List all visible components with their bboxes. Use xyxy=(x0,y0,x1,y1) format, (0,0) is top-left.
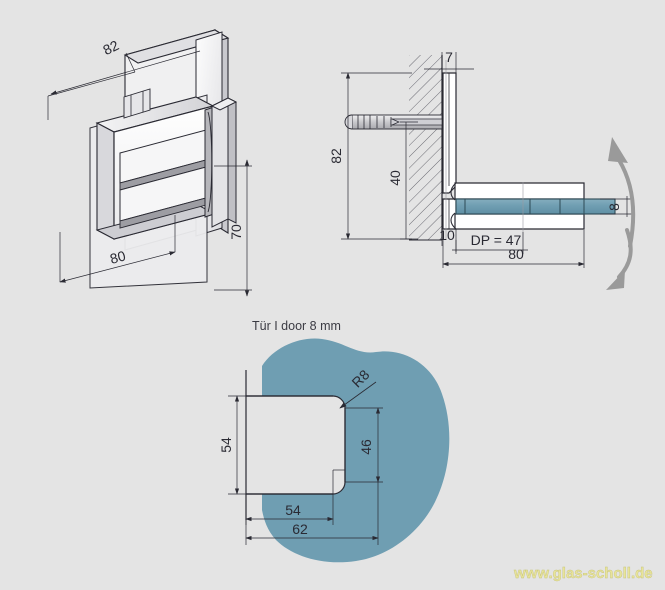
cutout-inner-height-label: 46 xyxy=(358,439,374,455)
dimension-section-wallgap: 7 xyxy=(424,49,474,78)
cutout-height-label: 54 xyxy=(218,437,234,453)
dimension-cutout-height: 54 xyxy=(218,395,252,495)
iso-wall-plate xyxy=(210,97,238,228)
dimension-section-glass-thickness: 8 xyxy=(600,196,632,217)
dimension-section-anchor-depth: 40 xyxy=(387,121,418,240)
dimension-cutout-total-width: 62 xyxy=(245,482,379,545)
dimension-section-length: 80 xyxy=(442,230,585,268)
cutout-corner-tick xyxy=(332,469,345,494)
iso-top-slot xyxy=(123,88,151,119)
rotation-arrow-up-icon xyxy=(608,137,636,248)
iso-hinge-body xyxy=(95,96,215,240)
iso-depth-label: 82 xyxy=(100,37,121,58)
cutout-width-label: 54 xyxy=(285,502,301,518)
cutout-title: Tür I door 8 mm xyxy=(252,319,341,333)
cutout-total-width-label: 62 xyxy=(292,521,308,537)
section-dp-label: DP = 47 xyxy=(471,232,522,248)
section-glass-pane xyxy=(455,198,616,215)
section-offset-label: 10 xyxy=(439,227,455,243)
isometric-hinge-view: 82 80 70 xyxy=(47,29,252,297)
dimension-iso-height: 70 xyxy=(214,159,252,297)
site-watermark: www.glas-scholl.de xyxy=(513,565,653,582)
section-glass-thickness-label: 8 xyxy=(606,203,622,211)
section-wall xyxy=(409,55,443,241)
section-wallgap-label: 7 xyxy=(445,49,453,65)
rotation-arrow-down-icon xyxy=(606,228,633,290)
section-centre-lines xyxy=(445,60,524,240)
section-wall-anchor xyxy=(344,114,443,130)
dimension-section-dp: DP = 47 xyxy=(452,232,528,254)
section-anchor-depth-label: 40 xyxy=(387,170,403,186)
dimension-iso-depth: 82 xyxy=(47,37,201,120)
dimension-cutout-inner-height: 46 xyxy=(345,407,383,483)
iso-width-label: 80 xyxy=(108,247,127,267)
section-wall-plate xyxy=(442,72,457,230)
iso-height-label: 70 xyxy=(228,224,244,240)
wall-section-view: 7 82 40 10 DP = 47 xyxy=(328,49,636,290)
section-length-label: 80 xyxy=(508,246,524,262)
dimension-cutout-width: 54 xyxy=(245,494,334,525)
dimension-iso-width: 80 xyxy=(59,215,176,283)
cutout-glass-blob xyxy=(245,338,450,563)
glass-cutout-view: Tür I door 8 mm R8 54 xyxy=(218,319,450,563)
section-total-height-label: 82 xyxy=(328,148,344,164)
